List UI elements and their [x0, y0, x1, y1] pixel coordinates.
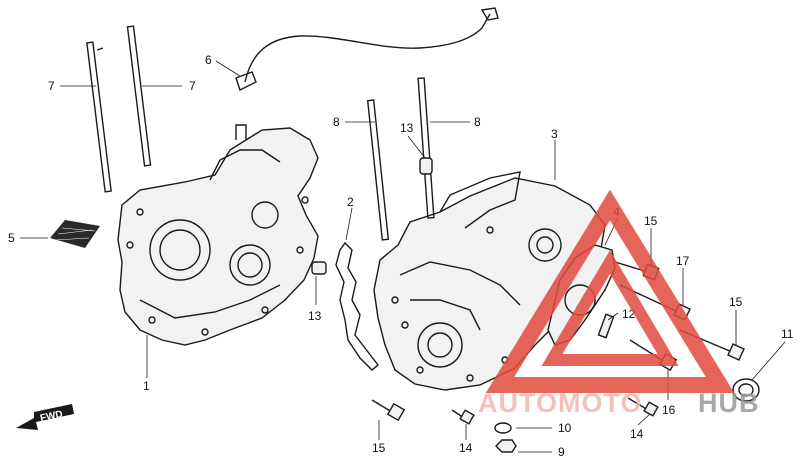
watermark-text-hub: HUB [698, 388, 760, 418]
callout-7-left: 7 [48, 79, 55, 93]
bolt-10 [597, 313, 615, 339]
gasket [335, 241, 379, 371]
watermark-triangle-outer [485, 189, 735, 393]
callout-15-bottom: 15 [372, 441, 386, 455]
callout-2: 2 [347, 195, 354, 209]
strainer-screen [50, 220, 100, 248]
dowel-pin-lower [311, 261, 327, 275]
stud-7-right [126, 25, 152, 167]
drain-bolt [495, 439, 517, 453]
fwd-label: FWD [39, 409, 64, 424]
callout-11: 9 [558, 445, 565, 459]
callout-13-lower: 13 [308, 309, 322, 323]
washer [494, 422, 512, 434]
watermark-triangle-inner [541, 250, 679, 366]
oil-seal [732, 378, 760, 402]
callout-8-left: 8 [333, 115, 340, 129]
callout-8-right: 8 [474, 115, 481, 129]
leader-lines [20, 60, 786, 453]
callout-15-upper: 15 [644, 214, 658, 228]
callout-7-right: 7 [189, 79, 196, 93]
bolt-14-right [627, 397, 659, 417]
bolt-15-bottom [371, 399, 406, 422]
callout-6: 6 [205, 53, 212, 67]
callout-14-bottom: 14 [459, 441, 473, 455]
watermark-logo: AUTOMOTO HUB [478, 189, 760, 418]
callout-12: 10 [558, 421, 572, 435]
stud-8-right [417, 77, 435, 219]
stud-8-left [366, 99, 390, 241]
callout-16: 16 [662, 403, 676, 417]
callout-1: 1 [143, 379, 150, 393]
callout-17: 17 [676, 254, 690, 268]
left-crankcase [117, 124, 319, 346]
stud-7-left [86, 41, 112, 193]
callout-15-right: 15 [729, 295, 743, 309]
callout-14-right: 14 [630, 427, 644, 441]
bolt-14-bottom [451, 409, 475, 425]
breather-tube [244, 13, 491, 83]
watermark-text-main: AUTOMOTO [478, 388, 643, 418]
callout-13-upper: 13 [400, 121, 414, 135]
callout-9: 11 [781, 327, 794, 341]
callout-3: 3 [551, 127, 558, 141]
dowel-pin-upper [419, 157, 433, 175]
callout-5: 5 [8, 231, 15, 245]
fwd-arrow: FWD [16, 404, 74, 430]
